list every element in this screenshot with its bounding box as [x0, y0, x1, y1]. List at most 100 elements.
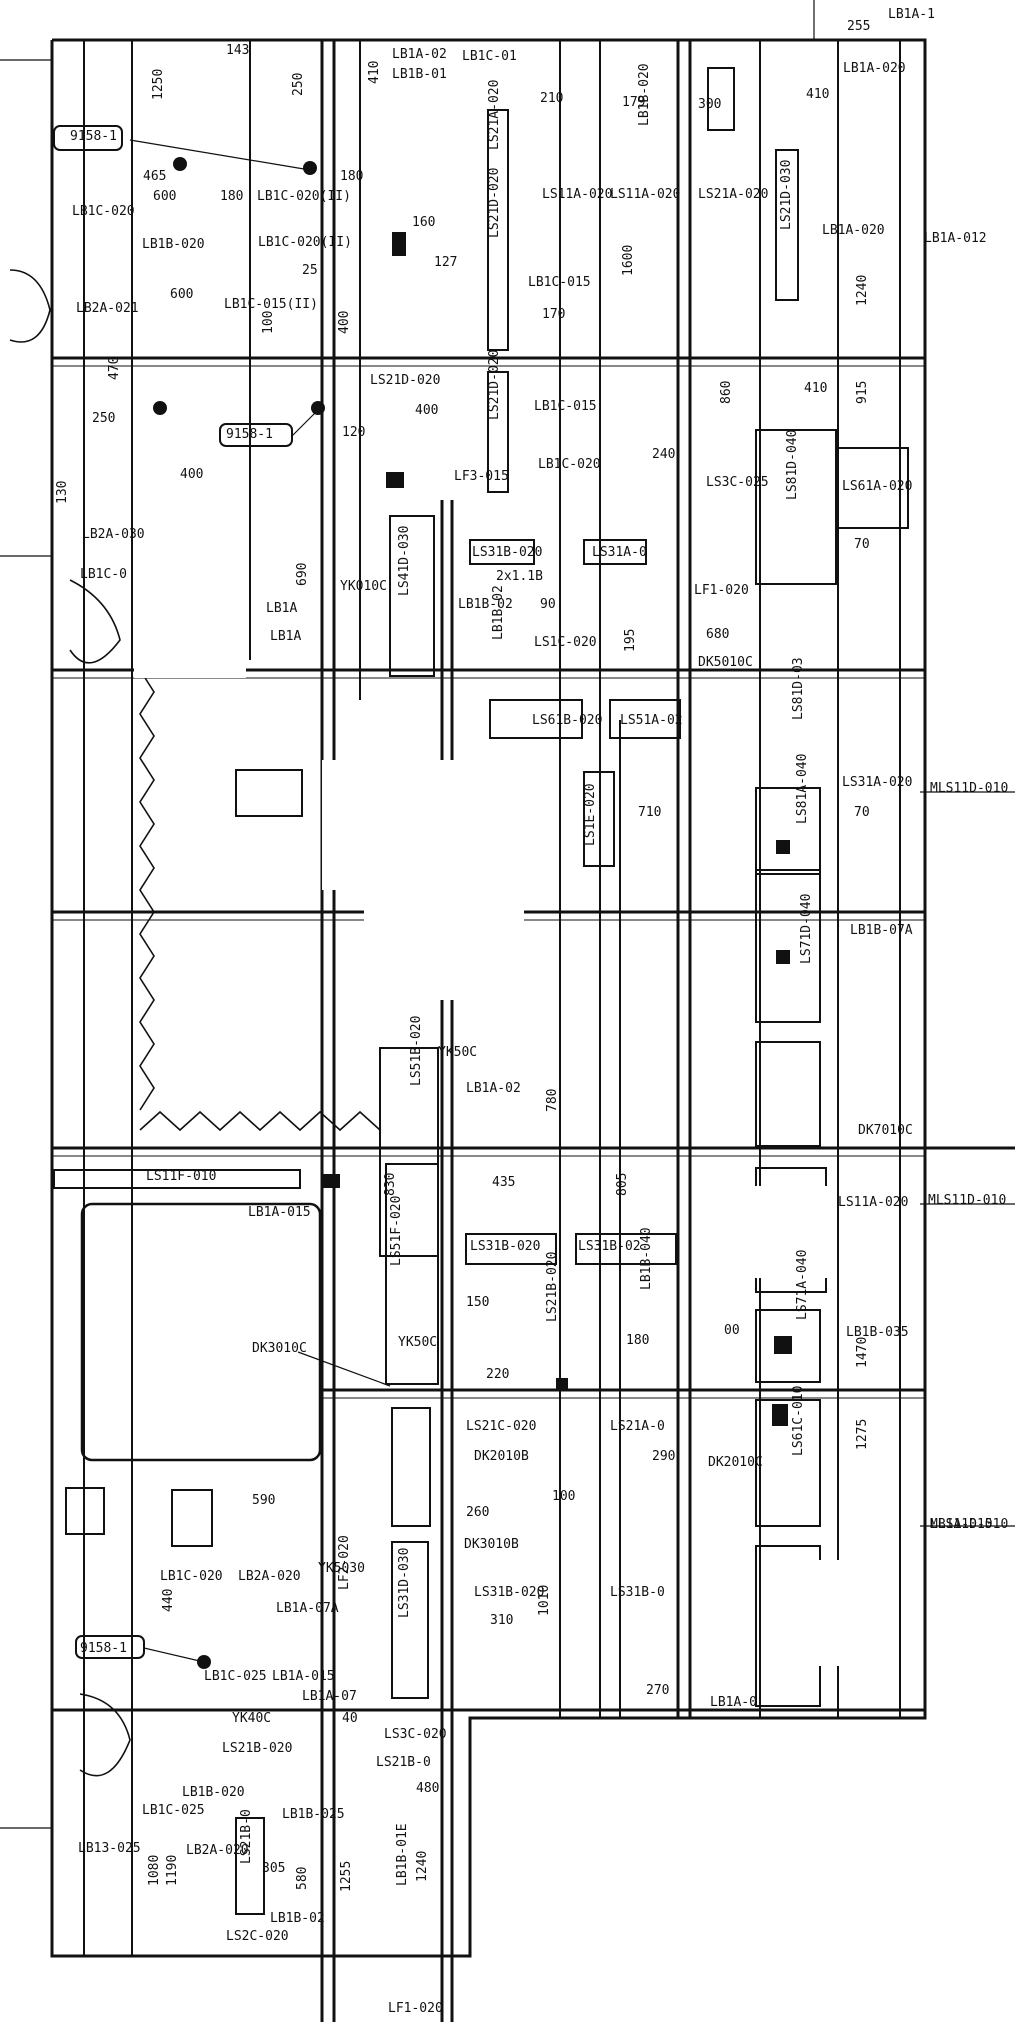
equipment-box — [755, 429, 837, 585]
plan-label: 1470 — [855, 1337, 870, 1368]
plan-label: LB1A-020 — [822, 223, 885, 238]
plan-label: 90 — [540, 597, 556, 612]
plan-label: LS31B-020 — [470, 1239, 540, 1254]
plan-label: LS3C-025 — [706, 475, 769, 490]
plan-label: LS2C-020 — [226, 1929, 289, 1944]
equipment-box — [389, 515, 435, 677]
plan-label: LS31D-030 — [397, 1548, 412, 1618]
plan-label: YK010C — [340, 579, 387, 594]
plan-label: 180 — [340, 169, 363, 184]
equipment-box — [65, 1487, 105, 1535]
label-box — [609, 699, 681, 739]
plan-label: 400 — [337, 311, 352, 334]
device-symbol — [556, 1378, 568, 1390]
equipment-box — [379, 1047, 439, 1257]
blank-area — [364, 890, 524, 1000]
plan-label: LB1C-01 — [462, 49, 517, 64]
plan-label: LB2A-030 — [82, 527, 145, 542]
plan-label: LB1A-015 — [248, 1205, 311, 1220]
plan-label: LS21C-020 — [466, 1419, 536, 1434]
plan-label: LB1A-02 — [466, 1081, 521, 1096]
plan-label: 1250 — [151, 69, 166, 100]
plan-label: 180 — [626, 1333, 649, 1348]
equipment-box — [487, 109, 509, 351]
zigzag-partition — [139, 669, 155, 1111]
leader-line — [291, 407, 321, 437]
plan-label: LS41D-030 — [397, 526, 412, 596]
equipment-box — [171, 1489, 213, 1547]
plan-label: 470 — [107, 357, 122, 380]
plan-label: DK3010C — [252, 1341, 307, 1356]
plan-label: 400 — [180, 467, 203, 482]
plan-label: MLS11D-010 — [930, 781, 1008, 796]
plan-label: 580 — [295, 1867, 310, 1890]
plan-label: LS1E-020 — [583, 783, 598, 846]
plan-label: 143 — [226, 43, 249, 58]
device-symbol — [303, 161, 317, 175]
label-box — [219, 423, 293, 447]
device-symbol — [776, 840, 790, 854]
plan-label: 250 — [92, 411, 115, 426]
device-symbol — [772, 1404, 788, 1426]
plan-label: 195 — [623, 629, 638, 652]
plan-label: 170 — [542, 307, 565, 322]
plan-label: YK50C — [398, 1335, 437, 1350]
plan-label: 150 — [466, 1295, 489, 1310]
plan-label: LS61C-010 — [791, 1386, 806, 1456]
plan-label: 210 — [540, 91, 563, 106]
equipment-box — [755, 869, 821, 1023]
plan-label: LS21A-020 — [698, 187, 768, 202]
device-symbol — [386, 472, 404, 488]
leader-line — [297, 1351, 391, 1387]
plan-label: LB2A-020 — [238, 1569, 301, 1584]
plan-label: 40 — [342, 1711, 358, 1726]
plan-label: LS3C-020 — [384, 1727, 447, 1742]
equipment-box — [707, 67, 735, 131]
plan-label: LS11A-020 — [542, 187, 612, 202]
plan-label: LB1A-012 — [924, 231, 987, 246]
plan-label: 1275 — [855, 1419, 870, 1450]
plan-label: 680 — [706, 627, 729, 642]
label-box — [53, 1169, 301, 1189]
equipment-box — [755, 1309, 821, 1383]
plan-label: 590 — [252, 1493, 275, 1508]
plan-label: LB1B-01E — [395, 1823, 410, 1886]
plan-label: LB1A-02 — [392, 47, 447, 62]
plan-label: 290 — [652, 1449, 675, 1464]
plan-label: LS51B-020 — [409, 1016, 424, 1086]
plan-label: LB1B-020 — [142, 237, 205, 252]
plan-label: 240 — [652, 447, 675, 462]
plan-label: LB1A-020 — [843, 61, 906, 76]
blank-area — [768, 1560, 848, 1666]
plan-label: 270 — [646, 1683, 669, 1698]
plan-label: LB1C-020 — [160, 1569, 223, 1584]
plan-label: 860 — [719, 381, 734, 404]
plan-label: LS21B-0 — [239, 1809, 254, 1864]
zigzag-partition — [139, 1110, 381, 1132]
plan-label: LS51F-020 — [389, 1196, 404, 1266]
plan-label: LS11A-020 — [610, 187, 680, 202]
plan-label: LB1C-020 — [72, 204, 135, 219]
plan-label: 710 — [638, 805, 661, 820]
label-box — [469, 539, 535, 565]
plan-label: 1080 — [147, 1855, 162, 1886]
equipment-box — [391, 1407, 431, 1527]
plan-label: LB1B-02 — [458, 597, 513, 612]
blank-area — [706, 1186, 834, 1278]
equipment-box — [755, 787, 821, 875]
plan-label: LS21D-020 — [487, 168, 502, 238]
equipment-box — [235, 1817, 265, 1915]
plan-label: LB1B-035 — [846, 1325, 909, 1340]
plan-label: LB1B-07A — [850, 923, 913, 938]
blank-area — [134, 548, 246, 678]
plan-label: LB1B-025 — [282, 1807, 345, 1822]
plan-label: LB1A-07A — [276, 1601, 339, 1616]
device-symbol — [776, 950, 790, 964]
plan-label: 435 — [492, 1175, 515, 1190]
plan-label: 780 — [545, 1089, 560, 1112]
plan-label: 120 — [342, 425, 365, 440]
plan-label: LS81D-03 — [791, 657, 806, 720]
equipment-box — [837, 447, 909, 529]
plan-label: LB1C-025 — [142, 1803, 205, 1818]
